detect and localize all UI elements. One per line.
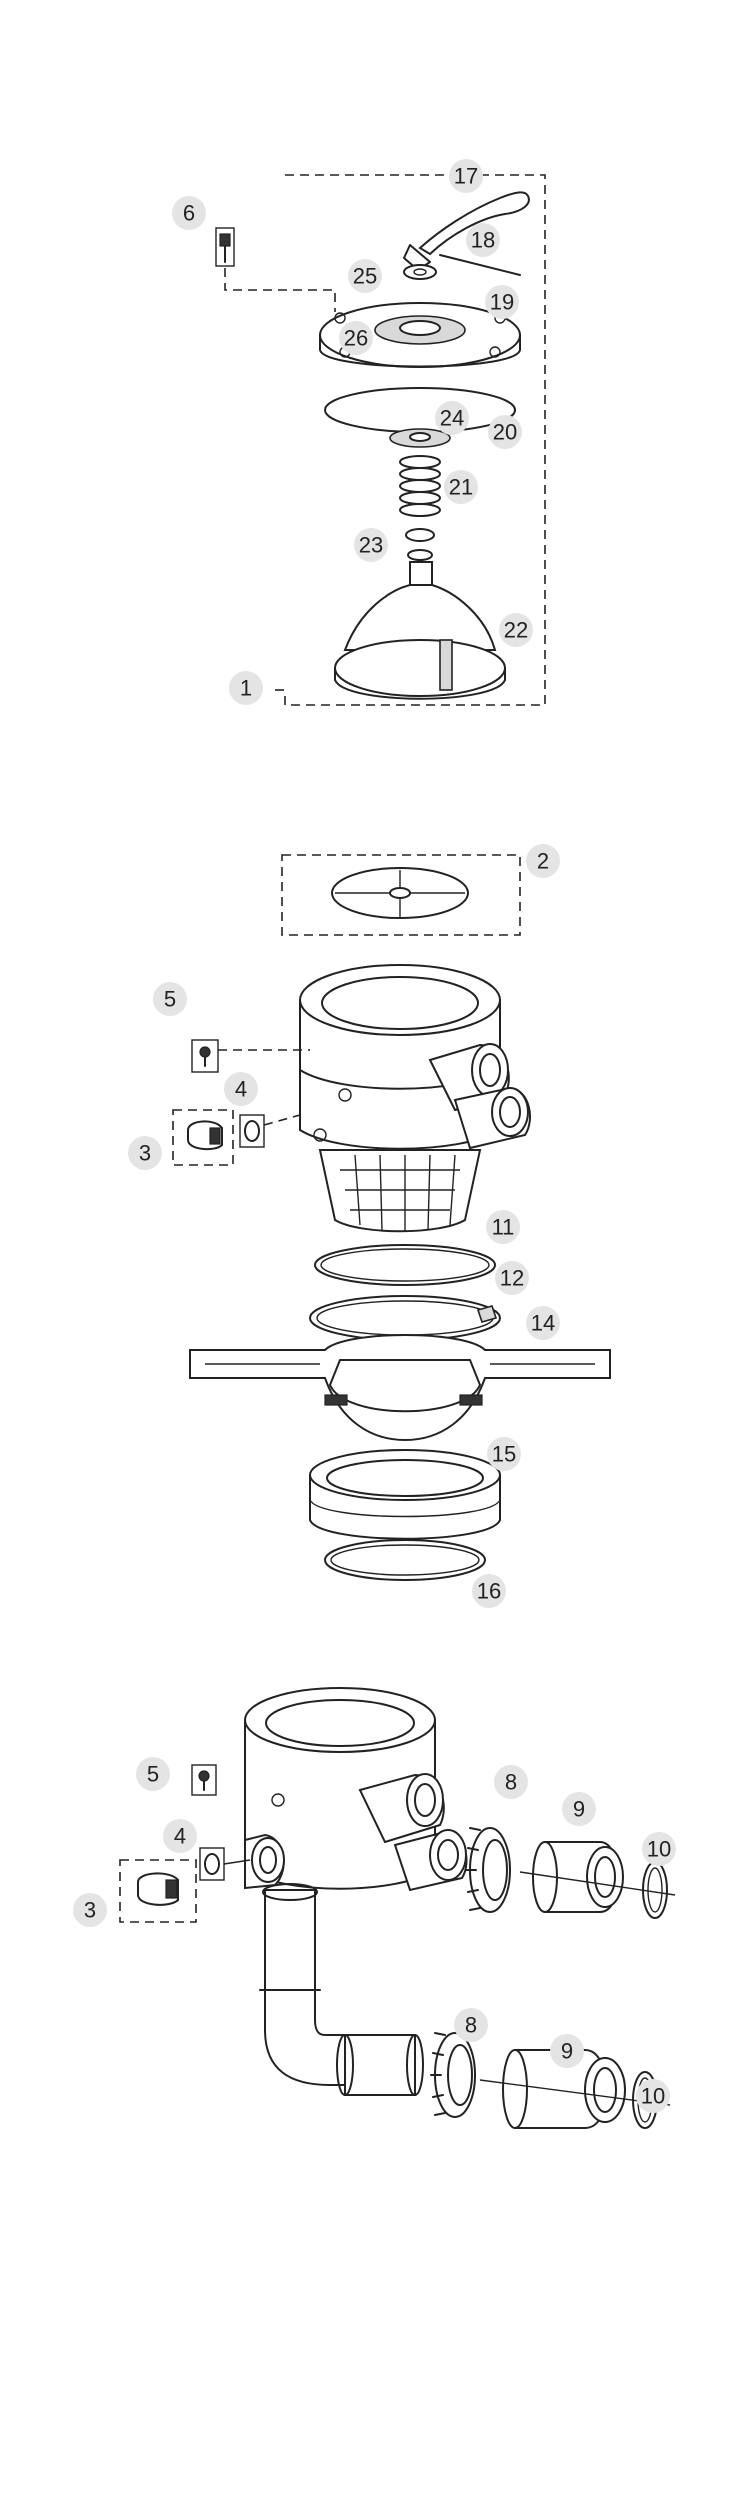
part-12-ring (309, 1295, 501, 1341)
part-4-oring (239, 1114, 265, 1148)
svg-text:6: 6 (183, 201, 195, 226)
valve-body (299, 964, 531, 1150)
callout-2: 2 (526, 844, 560, 878)
part-15-union (309, 1449, 501, 1540)
part-16-oring (324, 1539, 486, 1581)
svg-text:5: 5 (164, 987, 176, 1012)
svg-text:10: 10 (641, 2084, 665, 2109)
callout-21: 21 (444, 470, 478, 504)
pipe-elbow (259, 1883, 424, 2096)
part-3b-drain-plug (119, 1859, 197, 1923)
callout-10-lower: 10 (636, 2079, 670, 2113)
callout-5-lower: 5 (136, 1757, 170, 1791)
part-9a-tailpiece (532, 1841, 624, 1913)
svg-text:10: 10 (647, 1837, 671, 1862)
svg-text:18: 18 (471, 228, 495, 253)
svg-text:4: 4 (174, 1824, 186, 1849)
callout-26: 26 (339, 321, 373, 355)
part-4b-oring (199, 1847, 225, 1881)
svg-text:24: 24 (440, 406, 464, 431)
part-6-screw (215, 227, 336, 312)
svg-text:26: 26 (344, 326, 368, 351)
callout-22: 22 (499, 613, 533, 647)
svg-text:9: 9 (573, 1797, 585, 1822)
part-22-diverter (334, 561, 506, 700)
svg-text:3: 3 (84, 1898, 96, 1923)
rotor-disc-assembly (281, 854, 521, 936)
callout-6: 6 (172, 196, 206, 230)
callout-16: 16 (472, 1574, 506, 1608)
callout-3-lower: 3 (73, 1893, 107, 1927)
callout-8-lower: 8 (454, 2008, 488, 2042)
part-11-oring (314, 1244, 496, 1286)
callout-23: 23 (354, 528, 388, 562)
callout-3-top: 3 (128, 1136, 162, 1170)
svg-text:25: 25 (353, 264, 377, 289)
part-8b-union-nut (430, 2032, 476, 2118)
callout-25: 25 (348, 259, 382, 293)
part-20-gasket (324, 387, 516, 433)
callout-1: 1 (229, 671, 263, 705)
svg-text:12: 12 (500, 1266, 524, 1291)
callout-8-upper: 8 (494, 1765, 528, 1799)
svg-text:22: 22 (504, 618, 528, 643)
svg-text:20: 20 (493, 420, 517, 445)
part-25-washer (403, 264, 437, 280)
callout-24: 24 (435, 401, 469, 435)
strainer-basket (318, 1149, 482, 1233)
svg-text:1: 1 (240, 676, 252, 701)
callout-4-top: 4 (224, 1072, 258, 1106)
callout-9-lower: 9 (550, 2034, 584, 2068)
svg-text:11: 11 (492, 1215, 515, 1240)
svg-text:9: 9 (561, 2039, 573, 2064)
svg-text:19: 19 (490, 290, 514, 315)
part-18-pin (439, 254, 521, 276)
part-3-drain-plug (172, 1109, 234, 1166)
svg-text:21: 21 (449, 475, 473, 500)
valve-cover-assembly (215, 174, 546, 706)
side-mount-assembly (119, 1687, 676, 2129)
callout-4-lower: 4 (163, 1819, 197, 1853)
svg-text:23: 23 (359, 533, 383, 558)
callout-14: 14 (526, 1306, 560, 1340)
callout-9-upper: 9 (562, 1792, 596, 1826)
callout-12: 12 (495, 1261, 529, 1295)
svg-text:16: 16 (477, 1579, 501, 1604)
callout-20: 20 (488, 415, 522, 449)
part-5-screw (191, 1039, 219, 1073)
callout-10-upper: 10 (642, 1832, 676, 1866)
part-17-handle (403, 191, 530, 271)
callout-5-top: 5 (153, 982, 187, 1016)
rotor-frame (281, 854, 521, 936)
callout-18: 18 (466, 223, 500, 257)
svg-text:15: 15 (492, 1442, 516, 1467)
part-10a-oring (642, 1861, 668, 1919)
svg-text:2: 2 (537, 849, 549, 874)
side-valve-body (244, 1687, 468, 1892)
part-19-cover (319, 302, 521, 368)
callout-15: 15 (487, 1437, 521, 1471)
callout-17: 17 (449, 159, 483, 193)
svg-text:14: 14 (531, 1311, 555, 1336)
part-14-bracket (189, 1334, 611, 1442)
svg-text:5: 5 (147, 1762, 159, 1787)
part-9b-tailpiece (502, 2049, 626, 2129)
part-21-spring (399, 455, 441, 517)
callout-19: 19 (485, 285, 519, 319)
svg-text:8: 8 (505, 1770, 517, 1795)
svg-text:3: 3 (139, 1141, 151, 1166)
callout-11: 11 (486, 1210, 520, 1244)
svg-text:8: 8 (465, 2013, 477, 2038)
part-23-washer (405, 528, 435, 542)
part-5b-screw (191, 1764, 217, 1796)
svg-text:4: 4 (235, 1077, 247, 1102)
part-8a-union-nut (465, 1827, 511, 1913)
svg-text:17: 17 (454, 164, 478, 189)
valve-body-assembly (172, 964, 611, 1581)
